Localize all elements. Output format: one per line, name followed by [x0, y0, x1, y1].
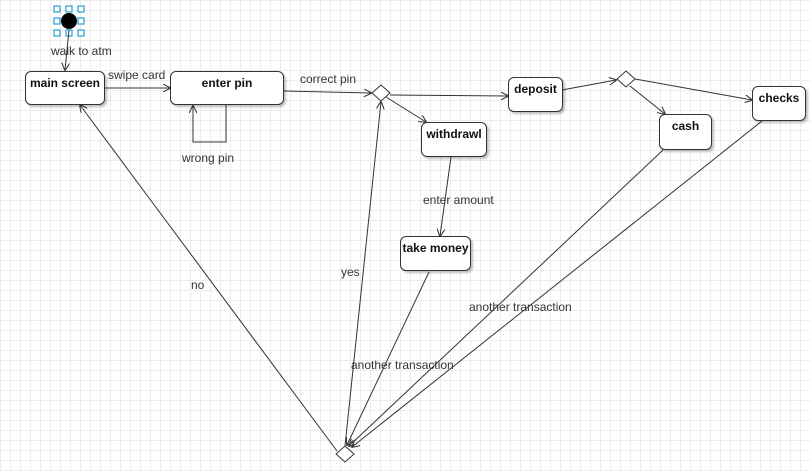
edge-to-deposit — [389, 95, 508, 96]
edge-yes — [344, 102, 381, 447]
edge-to-checks — [634, 78, 752, 100]
label-another-transaction-left: another transaction — [351, 358, 454, 372]
edge-wrong-pin-loop — [193, 105, 227, 143]
edge-cash-another — [349, 149, 664, 446]
edge-take-money-another — [347, 271, 430, 445]
label-swipe-card: swipe card — [108, 68, 166, 82]
state-main-screen[interactable]: main screen — [25, 71, 105, 105]
label-walk-to-atm: walk to atm — [51, 44, 112, 58]
edge-walk-to-atm — [65, 29, 69, 70]
edge-to-withdrawl — [385, 96, 426, 122]
decision-node-pin[interactable] — [371, 84, 391, 102]
edge-deposit-decision — [561, 80, 616, 91]
state-take-money[interactable]: take money — [400, 236, 471, 271]
decision-node-deposit[interactable] — [616, 70, 636, 88]
decision-node-another[interactable] — [335, 445, 355, 463]
label-correct-pin: correct pin — [300, 72, 357, 86]
edge-to-cash — [629, 85, 665, 114]
state-withdrawl[interactable]: withdrawl — [421, 122, 487, 157]
label-enter-amount: enter amount — [423, 193, 494, 207]
initial-node[interactable] — [53, 5, 85, 37]
edge-enter-amount — [440, 156, 452, 236]
label-yes: yes — [341, 265, 360, 279]
state-cash[interactable]: cash — [659, 114, 712, 150]
transition-lines — [65, 29, 763, 452]
label-wrong-pin: wrong pin — [182, 151, 235, 165]
state-deposit[interactable]: deposit — [508, 77, 563, 112]
edge-correct-pin — [283, 91, 371, 93]
state-enter-pin[interactable]: enter pin — [170, 71, 284, 105]
state-checks[interactable]: checks — [752, 86, 806, 121]
edge-no — [80, 105, 338, 452]
edge-checks-another — [352, 120, 763, 447]
label-another-transaction-right: another transaction — [469, 300, 572, 314]
label-no: no — [191, 278, 205, 292]
